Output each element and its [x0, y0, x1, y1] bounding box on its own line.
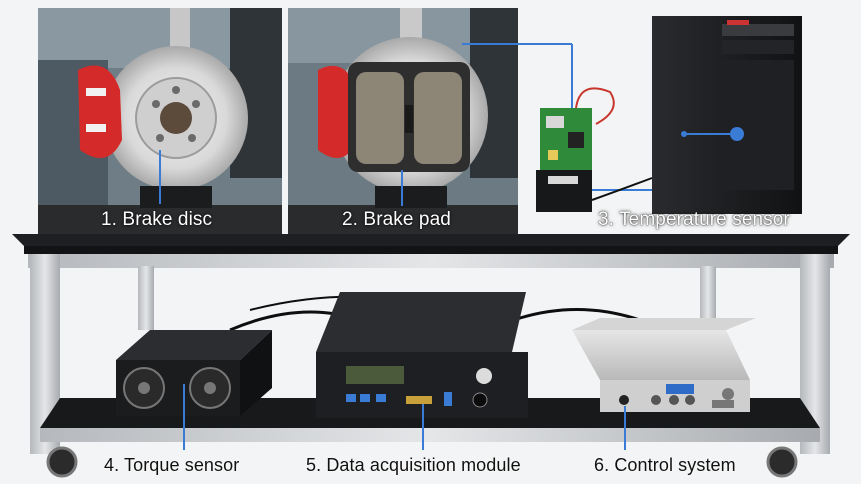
temperature-sensor-setup: [462, 43, 653, 212]
aluminum-frame-rail: [28, 254, 834, 268]
label-data-acquisition-module: 5. Data acquisition module: [306, 455, 521, 475]
brake-disc-photo: [38, 8, 282, 236]
control-system: [572, 318, 756, 450]
label-brake-disc: 1. Brake disc: [101, 209, 213, 230]
torque-sensor: [116, 330, 272, 450]
display-screen: [346, 366, 404, 384]
data-acquisition-module: [316, 292, 528, 450]
caster-wheels: [46, 446, 798, 478]
control-display: [666, 384, 694, 394]
table-top: [12, 234, 850, 246]
label-brake-pad: 2. Brake pad: [342, 209, 451, 230]
pc-tower: [652, 16, 802, 214]
label-temperature-sensor: 3. Temperature sensor: [598, 209, 790, 230]
brake-pad-left: [356, 72, 404, 164]
brake-pad-photo: [288, 8, 518, 236]
label-control-system: 6. Control system: [594, 455, 736, 475]
brake-pad-right: [414, 72, 462, 164]
label-torque-sensor: 4. Torque sensor: [104, 455, 240, 475]
